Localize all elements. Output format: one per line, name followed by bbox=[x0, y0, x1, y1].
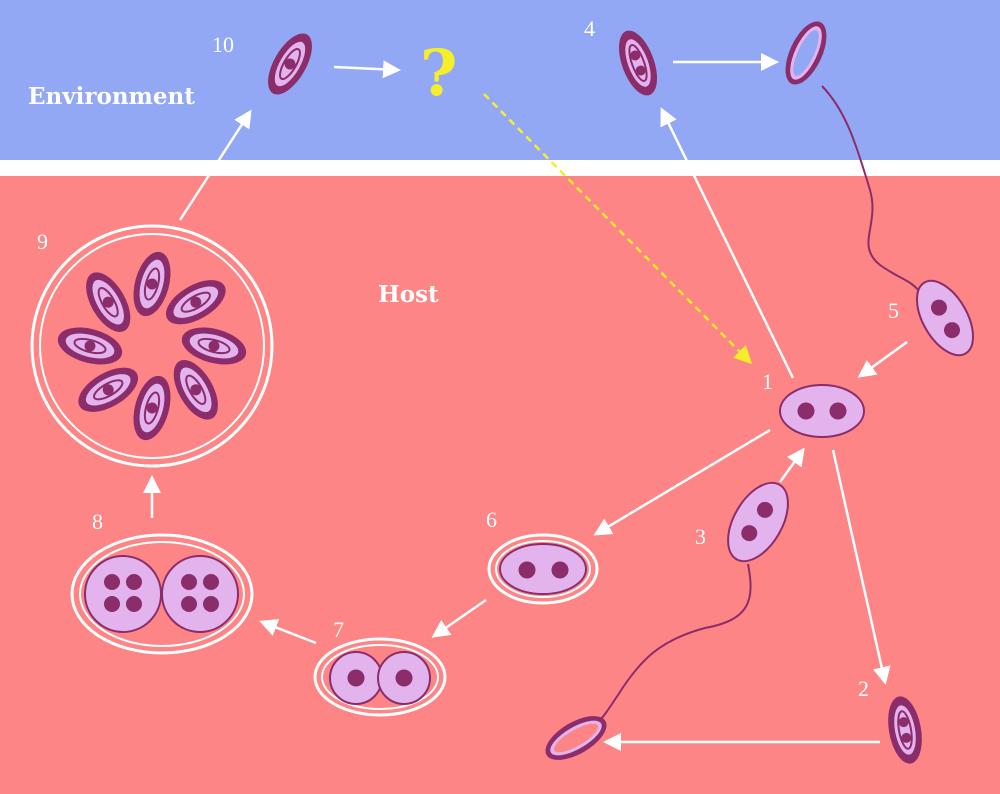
rosette-spore bbox=[86, 272, 131, 333]
question-mark: ? bbox=[420, 36, 458, 111]
arrow-question-to-1 bbox=[483, 93, 753, 365]
rosette-spore bbox=[57, 327, 123, 365]
spore-stage-4 bbox=[618, 30, 658, 96]
stage-label-4: 4 bbox=[584, 16, 595, 41]
rosette-spore bbox=[78, 367, 139, 412]
rosette-spore bbox=[165, 280, 226, 325]
empty-spore-shell-bottom bbox=[545, 716, 607, 760]
arrow-10-to-question bbox=[333, 60, 401, 79]
sporoplasm-stage-5 bbox=[916, 279, 974, 357]
sporoplasm-stage-3 bbox=[727, 481, 789, 563]
arrow-1-to-4 bbox=[660, 107, 795, 379]
stage-label-1: 1 bbox=[762, 369, 773, 394]
environment-label: Environment bbox=[28, 83, 195, 110]
polar-tube-3 bbox=[599, 563, 752, 721]
arrow-1-to-2 bbox=[831, 449, 891, 685]
polar-tube-5 bbox=[821, 85, 919, 291]
meront-stage-1 bbox=[779, 384, 865, 438]
band-divider bbox=[0, 160, 1000, 176]
arrow-5-to-1 bbox=[857, 340, 908, 378]
sporoblast-stage-8 bbox=[70, 533, 254, 655]
sporont-stage-6 bbox=[487, 533, 599, 605]
rosette-spore bbox=[181, 327, 247, 365]
rosette-spore bbox=[173, 359, 218, 420]
pansporoblast-stage-9 bbox=[30, 224, 274, 468]
spore-stage-10 bbox=[268, 33, 312, 95]
stage-label-2: 2 bbox=[858, 676, 869, 701]
rosette-spore bbox=[133, 251, 171, 317]
arrow-9-to-10 bbox=[178, 109, 252, 221]
stage-label-7: 7 bbox=[333, 617, 344, 642]
stage-label-10: 10 bbox=[212, 32, 234, 57]
stage-label-5: 5 bbox=[888, 298, 899, 323]
stage-label-6: 6 bbox=[486, 507, 497, 532]
empty-spore-shell-top bbox=[785, 21, 827, 85]
stage-label-3: 3 bbox=[695, 524, 706, 549]
arrow-6-to-7 bbox=[431, 598, 487, 638]
sporoblast-stage-7 bbox=[313, 637, 447, 717]
arrow-3-to-1 bbox=[778, 447, 805, 483]
stage-label-8: 8 bbox=[92, 509, 103, 534]
environment-band bbox=[0, 0, 1000, 160]
arrow-7-to-8 bbox=[259, 619, 317, 645]
stage-label-9: 9 bbox=[37, 229, 48, 254]
arrow-1-to-6 bbox=[593, 428, 771, 536]
rosette-spore bbox=[133, 375, 171, 441]
host-label: Host bbox=[378, 281, 439, 308]
spore-stage-2 bbox=[888, 696, 922, 764]
